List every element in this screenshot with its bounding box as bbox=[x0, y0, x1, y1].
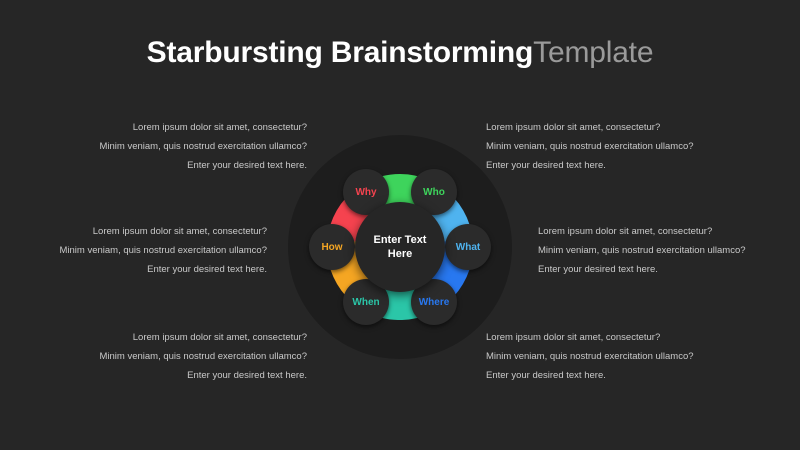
callout-why[interactable]: Lorem ipsum dolor sit amet, consectetur?… bbox=[62, 118, 307, 175]
petal-badge-what[interactable]: What bbox=[445, 224, 491, 270]
callout-when-line1: Lorem ipsum dolor sit amet, consectetur? bbox=[132, 332, 307, 343]
callout-where-line1: Lorem ipsum dolor sit amet, consectetur? bbox=[486, 332, 661, 343]
callout-when-line2: Minim veniam, quis nostrud exercitation … bbox=[99, 351, 307, 362]
page-title: Starbursting BrainstormingTemplate bbox=[0, 36, 800, 70]
callout-when[interactable]: Lorem ipsum dolor sit amet, consectetur?… bbox=[62, 328, 307, 385]
petal-badge-how[interactable]: How bbox=[309, 224, 355, 270]
callout-why-line1: Lorem ipsum dolor sit amet, consectetur? bbox=[132, 122, 307, 133]
callout-why-line3: Enter your desired text here. bbox=[187, 160, 307, 171]
callout-what[interactable]: Lorem ipsum dolor sit amet, consectetur?… bbox=[538, 222, 783, 279]
petal-label-why: Why bbox=[355, 186, 377, 198]
callout-what-line3: Enter your desired text here. bbox=[538, 264, 658, 275]
petal-label-who: Who bbox=[423, 186, 445, 198]
title-strong: Starbursting Brainstorming bbox=[146, 36, 534, 69]
callout-why-line2: Minim veniam, quis nostrud exercitation … bbox=[99, 141, 307, 152]
callout-who[interactable]: Lorem ipsum dolor sit amet, consectetur?… bbox=[486, 118, 731, 175]
callout-who-line2: Minim veniam, quis nostrud exercitation … bbox=[486, 141, 694, 152]
title-light: Template bbox=[533, 36, 654, 69]
callout-what-line1: Lorem ipsum dolor sit amet, consectetur? bbox=[538, 226, 713, 237]
center-hub[interactable]: Enter Text Here bbox=[355, 202, 445, 292]
callout-how-line1: Lorem ipsum dolor sit amet, consectetur? bbox=[92, 226, 267, 237]
center-text-line2: Here bbox=[387, 248, 413, 260]
petal-label-where: Where bbox=[418, 296, 450, 308]
callout-where[interactable]: Lorem ipsum dolor sit amet, consectetur?… bbox=[486, 328, 731, 385]
callout-where-line3: Enter your desired text here. bbox=[486, 370, 606, 381]
petal-label-when: When bbox=[352, 296, 380, 308]
petal-label-how: How bbox=[321, 241, 343, 253]
callout-how[interactable]: Lorem ipsum dolor sit amet, consectetur?… bbox=[22, 222, 267, 279]
callout-who-line3: Enter your desired text here. bbox=[486, 160, 606, 171]
callout-when-line3: Enter your desired text here. bbox=[187, 370, 307, 381]
starburst-diagram: Why Who What Where When How Enter Text H… bbox=[270, 117, 530, 377]
callout-who-line1: Lorem ipsum dolor sit amet, consectetur? bbox=[486, 122, 661, 133]
callout-where-line2: Minim veniam, quis nostrud exercitation … bbox=[486, 351, 694, 362]
callout-how-line3: Enter your desired text here. bbox=[147, 264, 267, 275]
petal-label-what: What bbox=[455, 241, 481, 253]
callout-how-line2: Minim veniam, quis nostrud exercitation … bbox=[59, 245, 267, 256]
callout-what-line2: Minim veniam, quis nostrud exercitation … bbox=[538, 245, 746, 256]
center-text-line1: Enter Text bbox=[373, 234, 427, 246]
